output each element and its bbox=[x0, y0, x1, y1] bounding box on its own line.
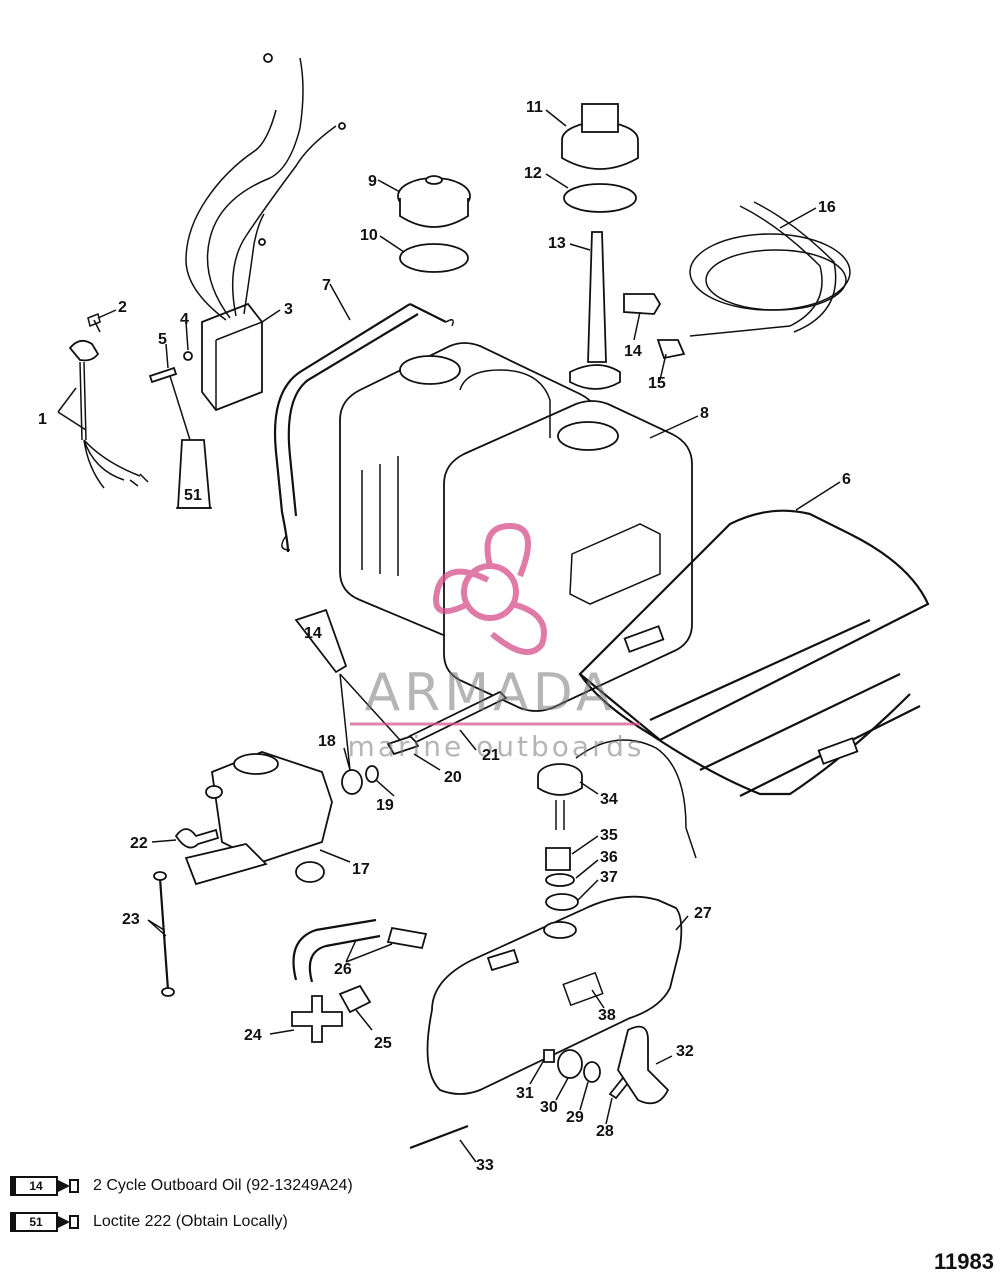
drawing-number: 11983 bbox=[934, 1249, 994, 1274]
callout-32: 32 bbox=[676, 1043, 694, 1060]
callout-23: 23 bbox=[122, 911, 140, 928]
callout-5: 5 bbox=[158, 331, 167, 348]
part-35-bushing bbox=[545, 847, 571, 871]
callout-29: 29 bbox=[566, 1109, 584, 1126]
part-4-washer bbox=[183, 351, 193, 361]
legend-text: Loctite 222 (Obtain Locally) bbox=[93, 1213, 288, 1230]
callout-3: 3 bbox=[284, 301, 293, 318]
part-1-wire-harness bbox=[68, 339, 149, 489]
part-31-bushing bbox=[543, 1049, 555, 1063]
callout-20: 20 bbox=[444, 769, 462, 786]
part-24-tee bbox=[291, 995, 343, 1043]
callout-38: 38 bbox=[598, 1007, 616, 1024]
callout-4: 4 bbox=[180, 311, 189, 328]
legend-code: 51 bbox=[10, 1212, 58, 1232]
legend-text: 2 Cycle Outboard Oil (92-13249A24) bbox=[93, 1177, 353, 1194]
part-14-fitting bbox=[623, 293, 662, 315]
callout-22: 22 bbox=[130, 835, 148, 852]
part-20-bushing bbox=[386, 734, 420, 756]
callout-19: 19 bbox=[376, 797, 394, 814]
legend-item-oil: 14 2 Cycle Outboard Oil (92-13249A24) bbox=[10, 1176, 353, 1196]
callout-35: 35 bbox=[600, 827, 618, 844]
callout-9: 9 bbox=[368, 173, 377, 190]
tube-icon: 14 bbox=[10, 1176, 79, 1196]
propeller-logo bbox=[433, 522, 547, 655]
callout-28: 28 bbox=[596, 1123, 614, 1140]
callout-34: 34 bbox=[600, 791, 618, 808]
part-25-filter bbox=[338, 984, 372, 1014]
part-5-bolt bbox=[148, 366, 178, 384]
part-27-oil-tank bbox=[426, 895, 683, 1095]
callout-31: 31 bbox=[516, 1085, 534, 1102]
part-11-sender bbox=[561, 103, 639, 170]
part-13-pickup-tube bbox=[569, 231, 621, 390]
callout-26: 26 bbox=[334, 961, 352, 978]
callout-7: 7 bbox=[322, 277, 331, 294]
sealant-tube-51: 51 bbox=[176, 439, 212, 509]
callout-18: 18 bbox=[318, 733, 336, 750]
part-16-hose bbox=[689, 201, 851, 337]
callout-27: 27 bbox=[694, 905, 712, 922]
callout-11: 11 bbox=[526, 99, 543, 116]
part-12-gasket bbox=[563, 183, 637, 213]
watermark-brand: ARMADA bbox=[365, 663, 616, 723]
callout-37: 37 bbox=[600, 869, 618, 886]
part-34-gear bbox=[537, 739, 697, 859]
part-3-module bbox=[185, 53, 346, 412]
part-15-elbow bbox=[656, 339, 686, 360]
callout-leaders bbox=[57, 109, 841, 1163]
callout-25: 25 bbox=[374, 1035, 392, 1052]
callout-14: 14 bbox=[624, 343, 642, 360]
callout-12: 12 bbox=[524, 165, 542, 182]
part-18-seal bbox=[341, 769, 363, 795]
part-36-washer bbox=[545, 873, 575, 887]
callout-33: 33 bbox=[476, 1157, 494, 1174]
part-6-cradle bbox=[578, 509, 930, 797]
part-30-grommet bbox=[557, 1049, 583, 1079]
part-8-tank bbox=[339, 342, 693, 712]
part-10-gasket bbox=[399, 243, 469, 273]
legend-code: 14 bbox=[10, 1176, 58, 1196]
part-29-washer bbox=[583, 1061, 601, 1083]
callout-6: 6 bbox=[842, 471, 851, 488]
callout-13: 13 bbox=[548, 235, 566, 252]
tube-51-label: 51 bbox=[184, 487, 202, 504]
callout-numbers: 1 2 3 4 5 6 7 8 9 10 11 12 13 14 15 16 1… bbox=[38, 99, 851, 1174]
armada-watermark: ARMADA marine outboards bbox=[348, 522, 645, 763]
part-26-hose bbox=[292, 918, 428, 983]
callout-1: 1 bbox=[38, 411, 47, 428]
callout-8: 8 bbox=[700, 405, 709, 422]
callout-30: 30 bbox=[540, 1099, 558, 1116]
callout-2: 2 bbox=[118, 299, 127, 316]
part-17-oil-pump bbox=[184, 751, 333, 886]
part-21-shaft bbox=[408, 690, 508, 744]
callout-24: 24 bbox=[244, 1027, 262, 1044]
callout-16: 16 bbox=[818, 199, 836, 216]
part-37-o-ring bbox=[545, 893, 579, 911]
part-33-tie-strap bbox=[409, 1124, 469, 1150]
tube-14-label: 14 bbox=[304, 625, 322, 642]
oil-tube-14: 14 bbox=[294, 608, 401, 771]
part-9-cap bbox=[397, 175, 471, 228]
part-2-screw bbox=[87, 312, 101, 333]
callout-17: 17 bbox=[352, 861, 370, 878]
part-32-sleeve bbox=[617, 1025, 670, 1105]
part-7-strap bbox=[273, 303, 454, 553]
legend-item-loctite: 51 Loctite 222 (Obtain Locally) bbox=[10, 1212, 288, 1232]
callout-21: 21 bbox=[482, 747, 500, 764]
part-19-o-ring bbox=[365, 765, 379, 783]
tube-icon: 51 bbox=[10, 1212, 79, 1232]
callout-36: 36 bbox=[600, 849, 618, 866]
watermark-tagline: marine outboards bbox=[348, 730, 645, 763]
callout-15: 15 bbox=[648, 375, 666, 392]
callout-10: 10 bbox=[360, 227, 378, 244]
part-22-screw bbox=[174, 828, 220, 849]
